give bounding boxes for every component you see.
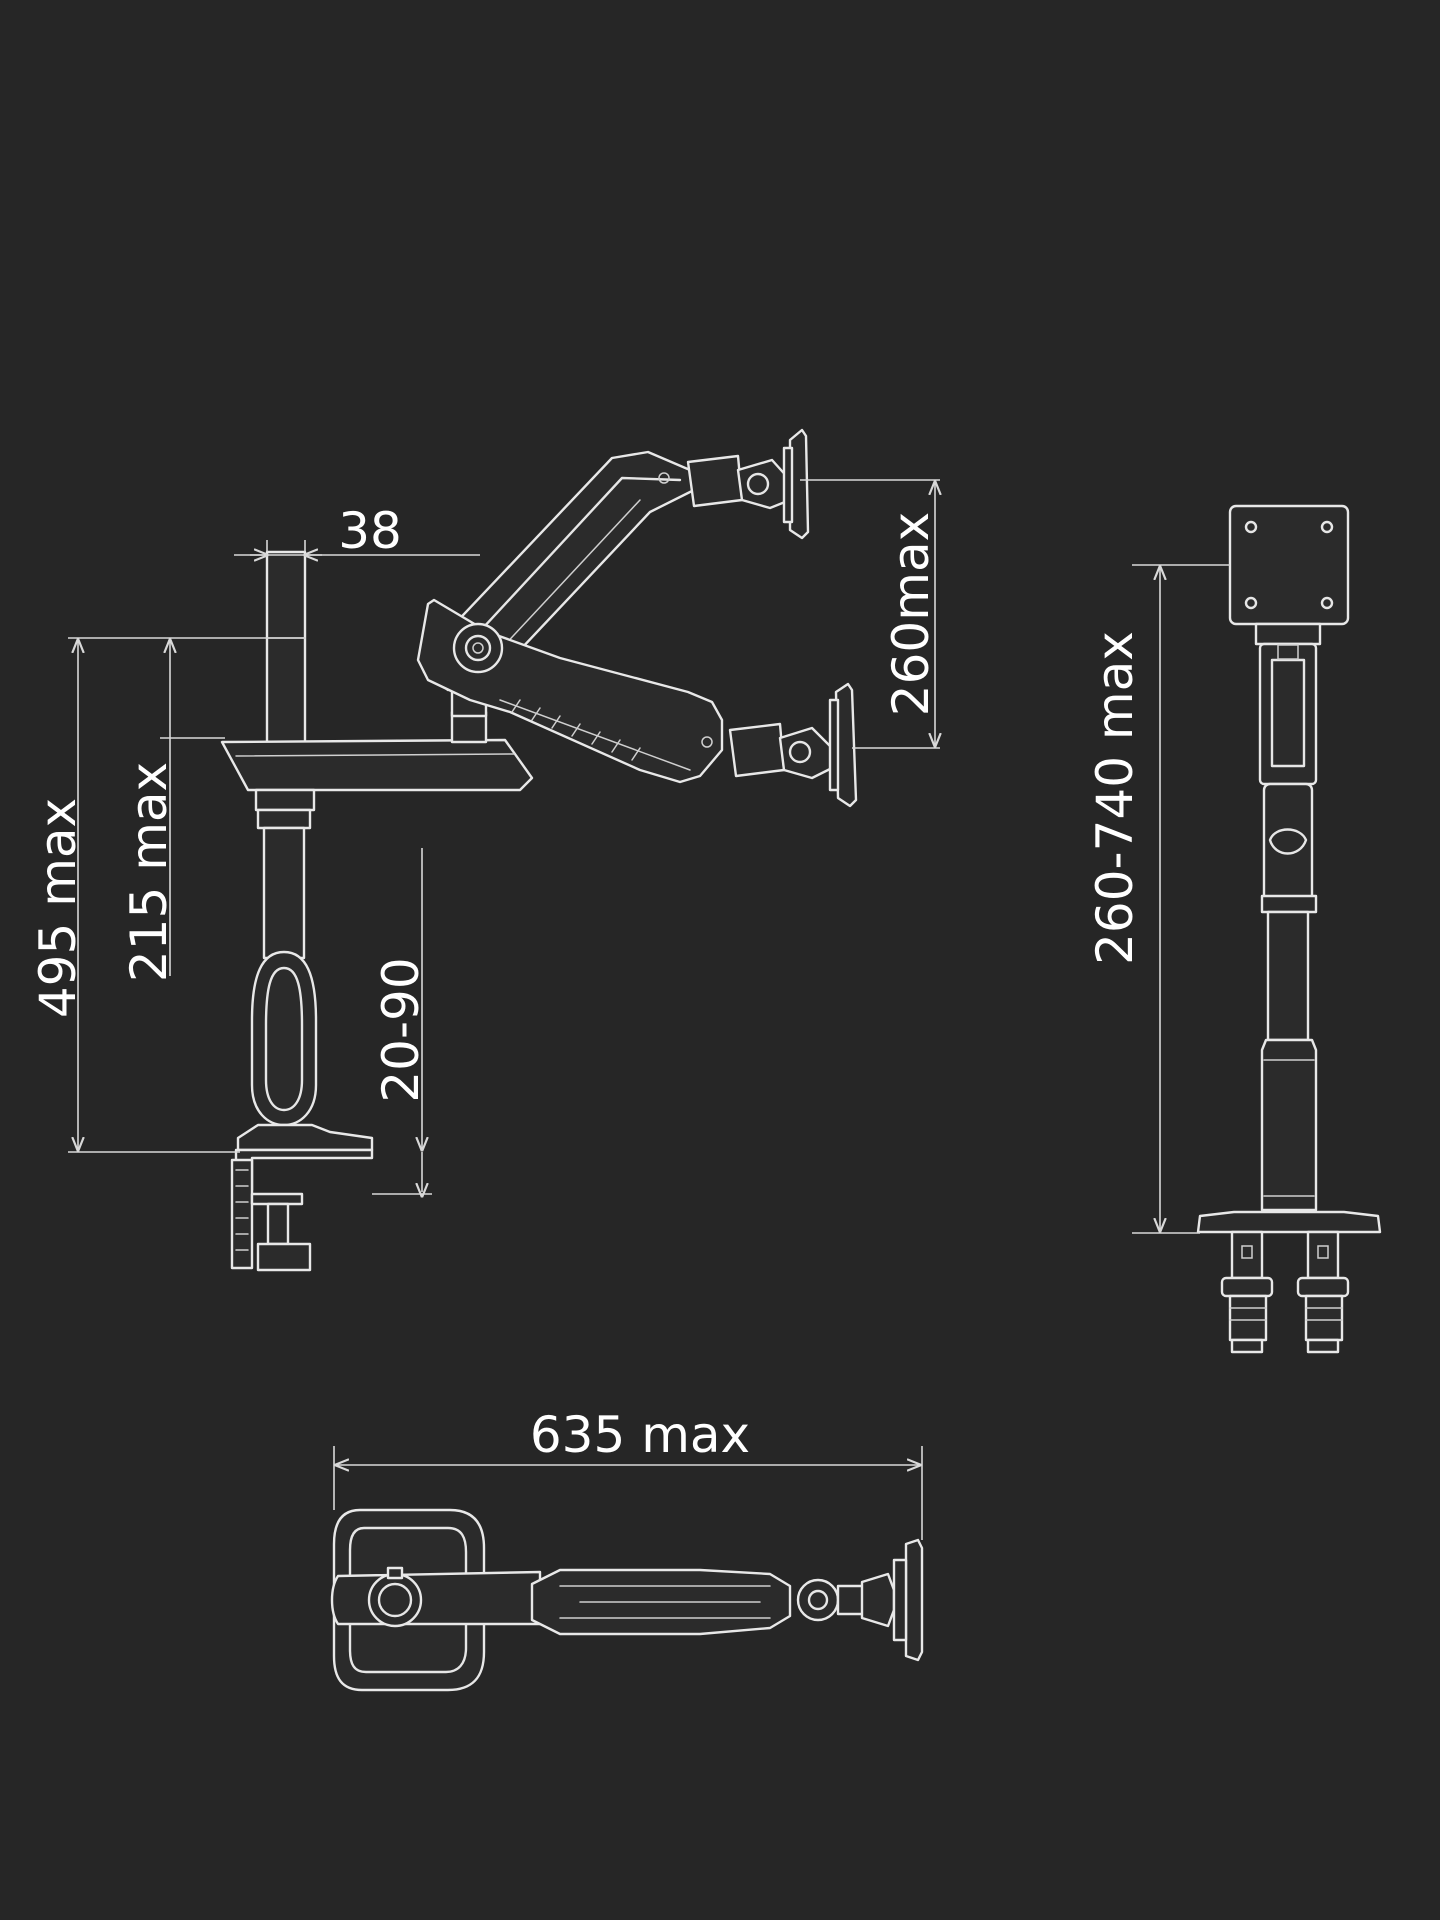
- dim-label-260max: 260max: [882, 512, 940, 716]
- dim-label-495max: 495 max: [29, 798, 87, 1018]
- side-clamp-body: [250, 950, 318, 1127]
- top-vesa-plate: [904, 1538, 924, 1662]
- side-elbow-joint: [452, 622, 504, 674]
- side-pole-lower: [262, 826, 306, 960]
- side-lower-arm: [220, 738, 534, 792]
- top-view: 635 max: [330, 1406, 924, 1692]
- dim-label-260-740max: 260-740 max: [1086, 631, 1144, 965]
- dim-label-215max: 215 max: [120, 762, 178, 982]
- front-view: 260-740 max: [1086, 504, 1382, 1354]
- side-view: 38 260max 495 max 215 max 20-90: [29, 428, 940, 1272]
- dim-label-20-90: 20-90: [372, 957, 430, 1102]
- side-desk-clamp: [234, 1148, 374, 1192]
- side-pole-upper: [265, 550, 307, 744]
- front-desk-clamps: [1220, 1230, 1350, 1354]
- dim-label-38: 38: [338, 502, 402, 560]
- front-arm-column: [1258, 642, 1318, 786]
- side-vesa-plate-upper: [788, 428, 810, 540]
- dim-label-635max: 635 max: [530, 1406, 750, 1464]
- side-vesa-plate-lower: [834, 682, 858, 808]
- front-pole: [1266, 910, 1310, 1042]
